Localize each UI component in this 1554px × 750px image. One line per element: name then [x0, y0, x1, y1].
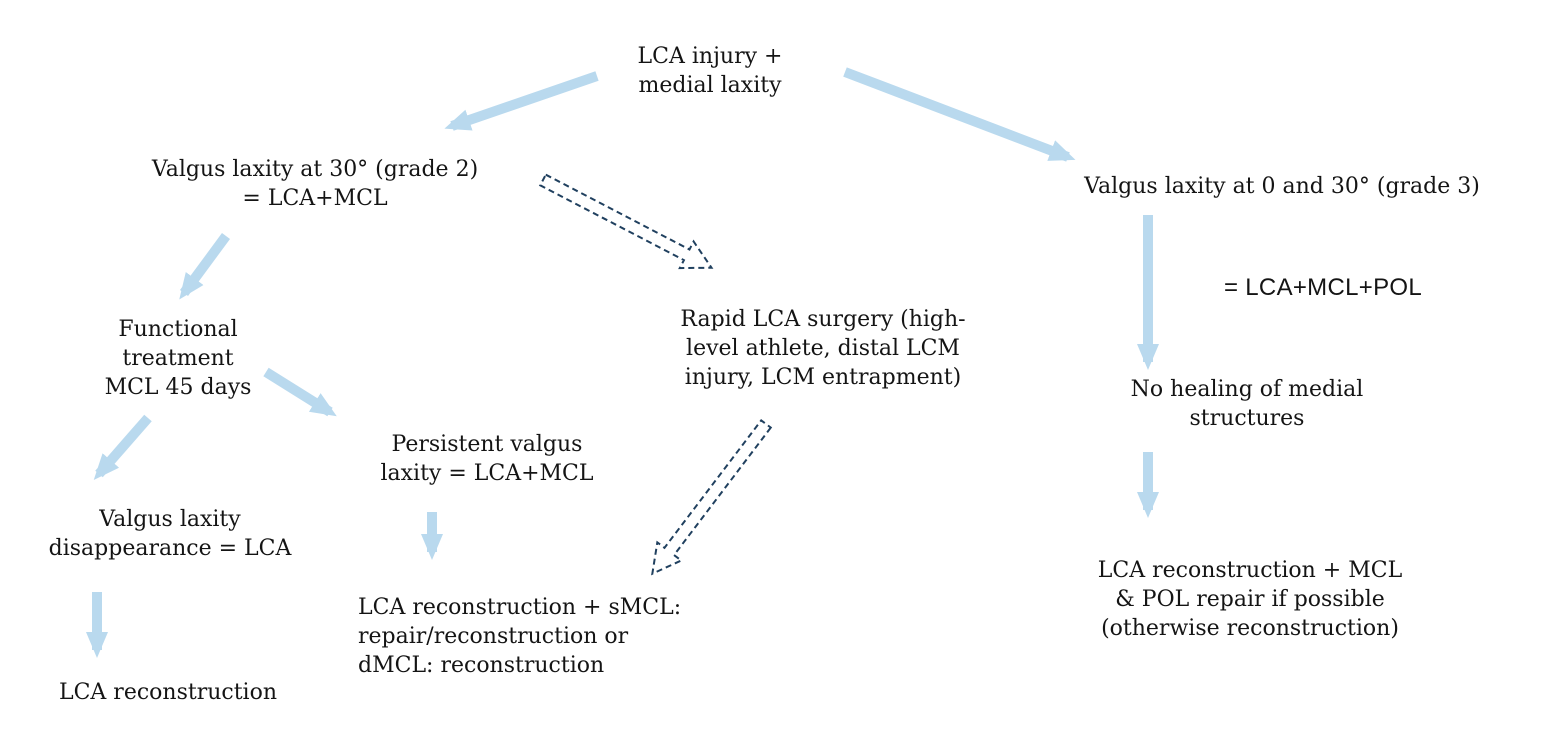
- node-smcl-reconstruction: LCA reconstruction + sMCL: repair/recons…: [358, 595, 682, 679]
- node-lca-mcl-pol: = LCA+MCL+POL: [1224, 274, 1422, 301]
- node-root: LCA injury + medial laxity: [637, 44, 783, 99]
- dashed-arrow-grade2-to-rapid-surgery: [538, 173, 714, 270]
- arrow-root-to-grade2: [444, 71, 599, 131]
- arrow-root-to-grade3: [843, 67, 1076, 162]
- arrow-functional-to-valgus-disappearance: [93, 414, 152, 481]
- node-functional-treatment: Functional treatment MCL 45 days: [104, 317, 252, 401]
- node-grade3: Valgus laxity at 0 and 30° (grade 3): [1084, 174, 1480, 199]
- node-persistent-valgus: Persistent valgus laxity = LCA+MCL: [380, 432, 594, 487]
- node-lca-reconstruction: LCA reconstruction: [58, 680, 278, 705]
- arrow-grade2-to-functional: [179, 233, 231, 300]
- dashed-arrow-rapid-surgery-to-smcl: [651, 418, 773, 576]
- node-rapid-surgery: Rapid LCA surgery (high- level athlete, …: [680, 307, 966, 391]
- node-valgus-disappearance: Valgus laxity disappearance = LCA: [48, 507, 292, 562]
- arrow-functional-to-persistent: [263, 367, 337, 417]
- node-no-healing: No healing of medial structures: [1130, 377, 1364, 432]
- node-mcl-pol-repair: LCA reconstruction + MCL & POL repair if…: [1097, 558, 1403, 642]
- node-grade2: Valgus laxity at 30° (grade 2) = LCA+MCL: [151, 157, 479, 212]
